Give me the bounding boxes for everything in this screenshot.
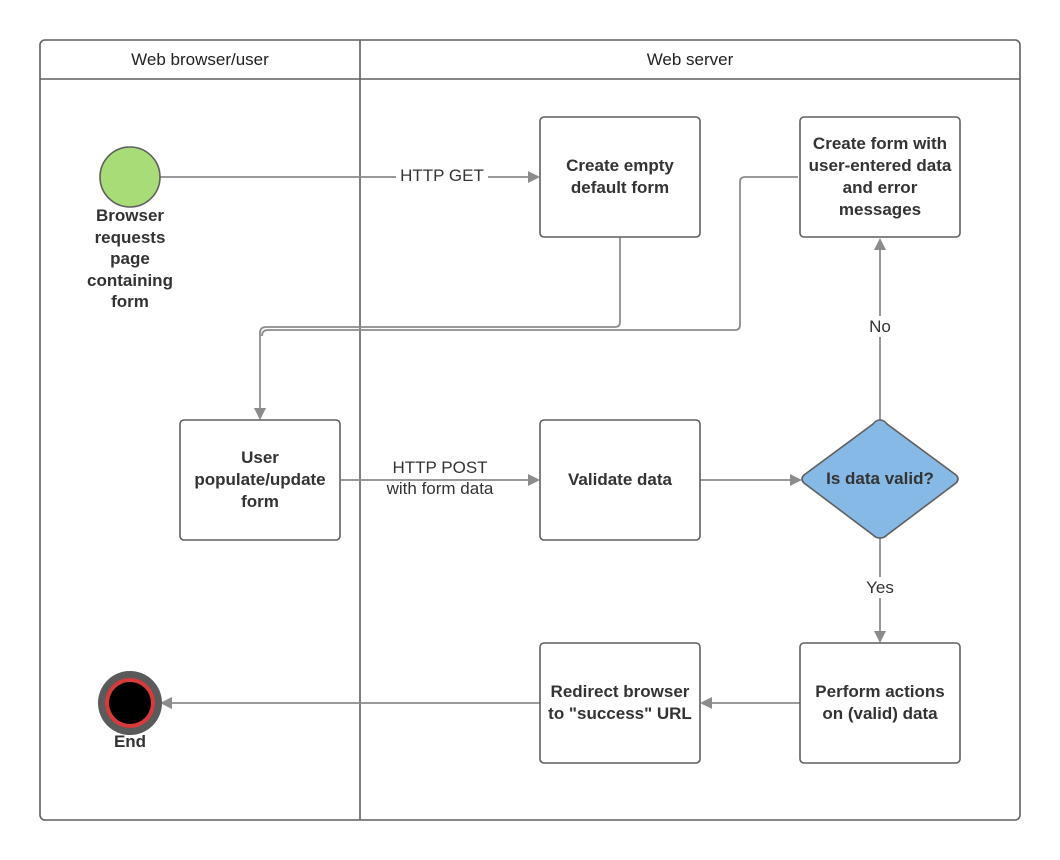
- perform-actions-box: [799, 642, 961, 764]
- decision-label: Is data valid?: [826, 469, 934, 488]
- edge-label-yes: Yes: [858, 577, 902, 598]
- edge-create-empty-to-user: [254, 237, 621, 420]
- user-update-form-box: [179, 419, 341, 541]
- end-node: [98, 671, 162, 735]
- validate-data-box: [539, 419, 701, 541]
- edge-label-http-post: HTTP POST with form data: [376, 457, 504, 499]
- create-empty-form-box: [539, 116, 701, 238]
- lane-title-server: Web server: [646, 49, 734, 69]
- edge-label-no: No: [862, 316, 898, 337]
- decision-diamond: [801, 419, 959, 539]
- edge-label-http-post-line1: HTTP POST: [392, 458, 488, 477]
- lane-title-browser: Web browser/user: [131, 49, 269, 69]
- edge-create-errors-to-user: [261, 176, 798, 337]
- validate-data-label: Validate data: [568, 470, 672, 489]
- edge-label-http-post-line2: with form data: [386, 479, 494, 498]
- start-caption: Browser requests page containing form: [87, 206, 173, 311]
- swimlane-frame: [39, 39, 1021, 821]
- create-empty-form-label: Create empty default form: [566, 156, 674, 197]
- edge-label-http-get: HTTP GET: [396, 165, 488, 186]
- user-update-form-label: User populate/update form: [194, 448, 326, 511]
- redirect-browser-box: [539, 642, 701, 764]
- start-node: [99, 146, 161, 208]
- create-error-form-label: Create form with user-entered data and e…: [808, 134, 952, 219]
- create-error-form-box: [799, 116, 961, 238]
- end-caption: End: [113, 732, 147, 751]
- redirect-browser-label: Redirect browser to "success" URL: [548, 682, 692, 723]
- perform-actions-label: Perform actions on (valid) data: [815, 682, 945, 723]
